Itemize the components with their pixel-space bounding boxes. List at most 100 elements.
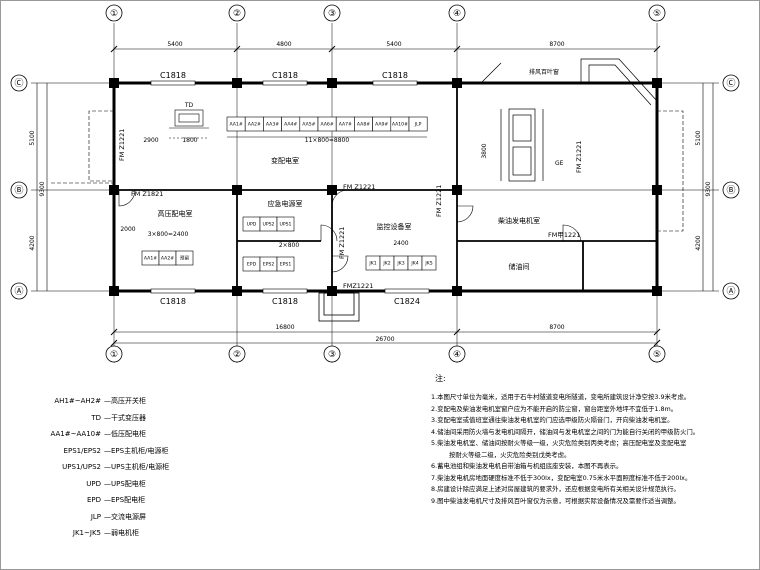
note-item: 9.图中柴油发电机尺寸及排风百叶窗仅为示意，可根据实际设备情况及需要作适当调整。 [431, 496, 680, 505]
em-panel-box [276, 216, 295, 232]
legend-code: JLP [90, 512, 101, 521]
jk-panel-label: JK1 [368, 261, 376, 267]
legend-desc: —干式变压器 [104, 413, 146, 422]
axis-label-1-top: ① [110, 9, 118, 19]
legend-item: EPS1/EPS2—EPS主机柜/电源柜 [49, 443, 249, 460]
door-label-7: FMZ1221 [343, 282, 373, 290]
equipment-legend: AH1#~AH2#—高压开关柜 TD—干式变压器 AA1#~AA10#—低压配电… [49, 393, 249, 542]
legend-code: JK1~JK5 [72, 529, 101, 537]
dim-top-3: 5400 [386, 41, 401, 48]
legend-desc: —EPS配电柜 [104, 496, 146, 504]
room-monitor: 监控设备室 [377, 222, 412, 231]
axis-label-c-left: Ⓒ [14, 78, 23, 89]
legend-desc: —UPS配电柜 [104, 479, 146, 488]
legend-desc: —交流电源屏 [104, 512, 146, 521]
room-diesel: 柴油发电机室 [498, 216, 540, 225]
em-dim-label: 2×800 [279, 242, 299, 249]
axis-label-5-top: ⑤ [653, 9, 661, 19]
note-item: 按耐火等级二级，火灾危险类别戊类考虑。 [449, 450, 571, 459]
hv-panel-box [175, 250, 194, 266]
hv-dim-label: 3×800=2400 [148, 231, 189, 238]
note-item: 3.变配电室或值班室通往柴油发电机室的门应选甲级防火隔音门，开向柴油发电机室。 [431, 416, 674, 424]
dim-internal-3: 2000 [120, 226, 135, 233]
em-panel-box [276, 256, 295, 272]
door-label-5: FM Z1221 [338, 227, 346, 259]
legend-code: AH1#~AH2# [54, 397, 101, 405]
axis-label-5-bottom: ⑤ [653, 350, 661, 360]
window-label-top-3: C1818 [382, 71, 408, 80]
legend-desc: —高压开关柜 [104, 397, 146, 405]
lv-dim-label: 11×800=8800 [305, 137, 350, 144]
legend-item: TD—干式变压器 [49, 410, 249, 427]
legend-item: EPD—EPS配电柜 [49, 492, 249, 509]
dim-internal-2: 1800 [182, 137, 197, 144]
axis-label-a-right: Ⓐ [726, 286, 735, 297]
legend-code: EPS1/EPS2 [63, 446, 101, 455]
dim-internal-5: 3800 [481, 143, 488, 158]
em-panel-label: UPS1 [280, 222, 292, 228]
door-label-8: FM Z1221 [575, 141, 583, 173]
dim-left-1: 5100 [29, 130, 36, 145]
window-label-bottom-3: C1824 [394, 297, 420, 306]
lv-panel-label: AA7# [339, 122, 352, 128]
lv-panel-row: AA1#AA2#AA3#AA4#AA5#AA6#AA7#AA8#AA9#AA10… [226, 116, 428, 132]
legend-item: AA1#~AA10#—低压配电柜 [49, 426, 249, 443]
axis-label-a-left: Ⓐ [14, 286, 23, 297]
dim-top-2: 4800 [276, 41, 291, 48]
lv-panel-box [408, 116, 428, 132]
jk-panel-label: JK4 [410, 261, 418, 267]
jk-panel-label: JK2 [382, 261, 390, 267]
legend-desc: —EPS主机柜/电源柜 [104, 446, 169, 455]
lv-panel-label: AA5# [302, 122, 315, 128]
note-item: 6.蓄电池组和柴油发电机自带油箱与机组底座安装，本图不再表示。 [431, 462, 623, 470]
axis-label-c-right: Ⓒ [726, 78, 735, 89]
em-panel-label: EPD [247, 262, 257, 268]
note-item: 2.变配电及柴油发电机室窗户应为不能开启的防尘窗，窗台距室外地坪不宜低于1.8m… [431, 404, 678, 413]
jk-panel-label: JK5 [424, 261, 432, 267]
dim-right-1: 5100 [695, 130, 702, 145]
axis-label-b-right: Ⓑ [726, 185, 735, 196]
dim-internal-4: 2400 [393, 240, 408, 247]
legend-item: JLP—交流电源屏 [49, 509, 249, 526]
legend-code: UPD [86, 479, 101, 488]
room-emergency: 应急电源室 [268, 199, 303, 208]
note-item: 7.柴油发电机房地面硬度标准不低于300lx，变配电室0.75米水平面照度标准不… [431, 473, 692, 482]
dim-bottom-2: 8700 [549, 324, 564, 331]
hv-panel-label: 预留 [180, 255, 190, 262]
room-transformer: 变配电室 [271, 156, 299, 165]
lv-panel-label: AA4# [284, 122, 297, 128]
door-label-4: FM甲1221 [548, 231, 580, 239]
legend-item: UPS1/UPS2—UPS主机柜/电源柜 [49, 459, 249, 476]
legend-item: AH1#~AH2#—高压开关柜 [49, 393, 249, 410]
jk-panel-box [421, 255, 437, 271]
dim-right-2: 4200 [695, 235, 702, 250]
notes-title: 注: [435, 374, 446, 383]
axis-label-b-left: Ⓑ [14, 185, 23, 196]
legend-code: EPD [86, 496, 101, 504]
dim-left-2: 4200 [29, 235, 36, 250]
note-item: 4.储油间采用防火墙与发电机间隔开，储油间与发电机室之间的门为能自行关闭的甲级防… [431, 427, 700, 436]
em-panel-label: UPD [247, 222, 257, 228]
legend-desc: —UPS主机柜/电源柜 [104, 463, 170, 471]
lv-panel-label: JLP [414, 122, 422, 128]
dim-top-4: 8700 [549, 41, 564, 48]
lv-panel-label: AA9# [375, 122, 388, 128]
lv-panel-label: AA6# [321, 122, 334, 128]
room-hv: 高压配电室 [158, 209, 193, 218]
design-notes: 注: 1.本图尺寸单位为毫米，适用于石牛村隧道变电所隧道，变电所建筑设计净空按3… [431, 373, 756, 507]
td-label: TD [184, 102, 194, 109]
lv-panel-label: AA3# [266, 122, 279, 128]
lv-panel-label: AA2# [248, 122, 261, 128]
legend-code: AA1#~AA10# [50, 430, 101, 438]
axis-label-3-bottom: ③ [328, 350, 336, 360]
dim-top-1: 5400 [167, 41, 182, 48]
dim-internal-1: 2900 [143, 137, 158, 144]
axis-label-2-top: ② [233, 9, 241, 19]
axis-label-4-bottom: ④ [453, 350, 461, 360]
em-panel-label: EPS2 [263, 262, 275, 268]
lv-panel-label: AA1# [230, 122, 243, 128]
